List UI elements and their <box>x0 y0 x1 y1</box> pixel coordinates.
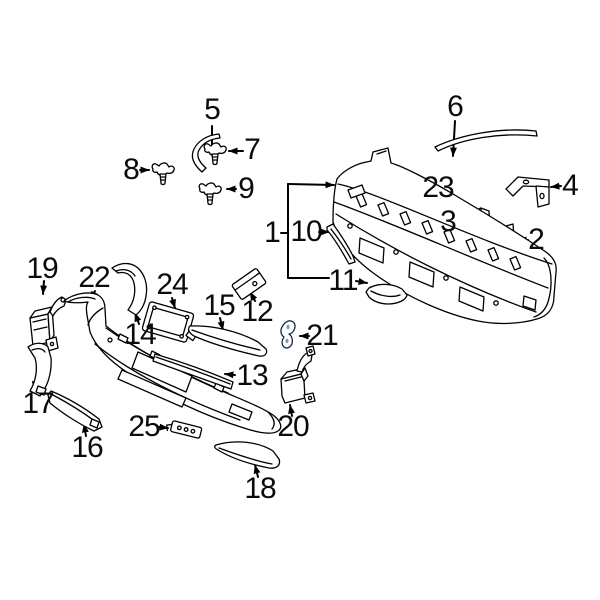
callout-23[interactable]: 23 <box>422 171 454 204</box>
part-4-drawing[interactable] <box>505 176 550 208</box>
part-19-drawing[interactable] <box>29 296 67 352</box>
callout-7[interactable]: 7 <box>244 133 261 166</box>
part-13-drawing[interactable] <box>152 353 234 390</box>
part-5-drawing[interactable] <box>191 133 221 173</box>
part-8-drawing[interactable] <box>151 162 175 186</box>
part-9-drawing[interactable] <box>198 182 222 206</box>
callout-21[interactable]: 21 <box>306 319 338 352</box>
callout-17[interactable]: 17 <box>22 387 54 420</box>
callout-18[interactable]: 18 <box>244 472 276 505</box>
callout-2[interactable]: 2 <box>528 223 545 256</box>
part-12-drawing[interactable] <box>231 268 267 300</box>
part-17-drawing[interactable] <box>27 342 52 397</box>
part-6-drawing[interactable] <box>434 129 538 152</box>
part-20-drawing[interactable] <box>280 345 316 404</box>
callout-4[interactable]: 4 <box>562 169 579 202</box>
part-21-drawing[interactable] <box>280 320 296 349</box>
part-16-drawing[interactable] <box>47 390 103 432</box>
callout-6[interactable]: 6 <box>447 90 464 123</box>
part-15-drawing[interactable] <box>187 325 268 357</box>
callout-3[interactable]: 3 <box>440 205 457 238</box>
part-25-drawing[interactable] <box>165 419 203 439</box>
callout-10[interactable]: 10 <box>290 215 322 248</box>
callout-11[interactable]: 11 <box>328 264 358 297</box>
callout-16[interactable]: 16 <box>71 431 103 464</box>
callout-12[interactable]: 12 <box>241 295 273 328</box>
callout-9[interactable]: 9 <box>238 172 255 205</box>
callout-8[interactable]: 8 <box>123 153 140 186</box>
callout-19[interactable]: 19 <box>26 252 58 285</box>
callout-24[interactable]: 24 <box>156 268 188 301</box>
part-7-drawing[interactable] <box>203 142 227 166</box>
callout-15[interactable]: 15 <box>203 289 235 322</box>
callout-5[interactable]: 5 <box>204 93 221 126</box>
part-18-drawing[interactable] <box>214 441 281 469</box>
part-11-drawing[interactable] <box>365 283 408 305</box>
part-22-drawing[interactable] <box>63 292 282 434</box>
callout-1[interactable]: 1 <box>264 216 281 249</box>
callout-20[interactable]: 20 <box>277 410 309 443</box>
callout-25[interactable]: 25 <box>128 410 160 443</box>
callout-13[interactable]: 13 <box>236 359 268 392</box>
callout-22[interactable]: 22 <box>78 261 110 294</box>
part-14-drawing[interactable] <box>111 262 148 316</box>
part-10-drawing[interactable] <box>326 223 356 265</box>
part-1-drawing[interactable] <box>332 147 557 325</box>
callout-14[interactable]: 14 <box>124 318 156 351</box>
